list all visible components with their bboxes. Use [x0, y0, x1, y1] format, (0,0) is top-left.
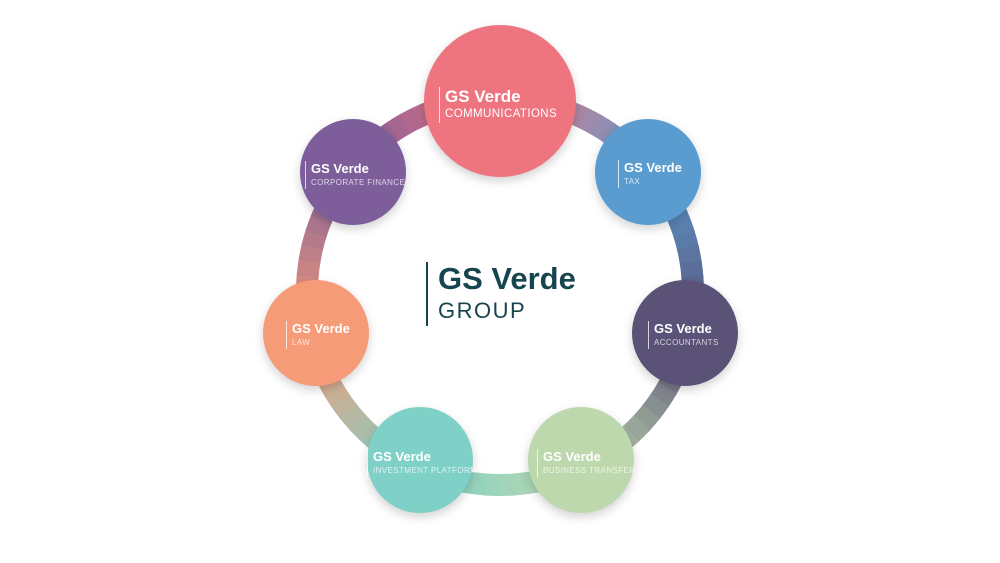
ring-segment — [622, 415, 650, 443]
ring-segment — [298, 242, 324, 264]
ring-segment — [498, 473, 516, 496]
ring-segment — [399, 106, 424, 134]
center-logo: GS Verde GROUP — [426, 262, 576, 326]
ring-segment — [632, 404, 660, 432]
ring-segment — [330, 392, 358, 420]
node-business-transfer — [528, 407, 634, 513]
node-corporate-finance — [300, 119, 406, 225]
ring-segment — [677, 245, 702, 266]
node-investment-platform — [367, 407, 473, 513]
node-brand: GS Verde — [292, 321, 350, 336]
ring-segment — [349, 414, 377, 442]
node-brand: GS Verde — [373, 449, 431, 464]
node-brand: GS Verde — [654, 321, 712, 336]
ring-segment — [305, 213, 332, 237]
node-sub: LAW — [292, 338, 311, 347]
node-brand: GS Verde — [543, 449, 601, 464]
center-brand: GS Verde — [438, 261, 576, 296]
ring-segment — [641, 393, 669, 421]
node-tax — [595, 119, 701, 225]
node-brand: GS Verde — [445, 87, 521, 106]
ring-segment — [679, 260, 704, 280]
node-sub: ACCOUNTANTS — [654, 338, 719, 347]
node-brand: GS Verde — [311, 161, 369, 176]
ring-segment — [512, 471, 531, 496]
ring-segment — [301, 228, 328, 251]
ring-segment — [483, 473, 501, 496]
center-sub: GROUP — [438, 298, 527, 323]
node-brand: GS Verde — [624, 160, 682, 175]
node-sub: CORPORATE FINANCE — [311, 178, 406, 187]
ring-segment — [668, 216, 696, 239]
node-communications — [424, 25, 576, 177]
node-sub: TAX — [624, 177, 641, 186]
node-accountants — [632, 280, 738, 386]
ring-segment — [296, 258, 321, 278]
ring-segment — [322, 381, 350, 407]
node-sub: INVESTMENT PLATFORM — [373, 466, 478, 475]
ring-segment — [673, 230, 700, 253]
ring-segment — [578, 107, 603, 135]
ring-segment — [386, 113, 412, 141]
ring-segment — [339, 403, 367, 431]
node-sub: COMMUNICATIONS — [445, 108, 558, 120]
ring-segment — [649, 382, 678, 408]
node-law — [263, 280, 369, 386]
ring-segment — [590, 114, 616, 143]
ring-segment — [468, 471, 487, 496]
node-sub: BUSINESS TRANSFER — [543, 466, 636, 475]
